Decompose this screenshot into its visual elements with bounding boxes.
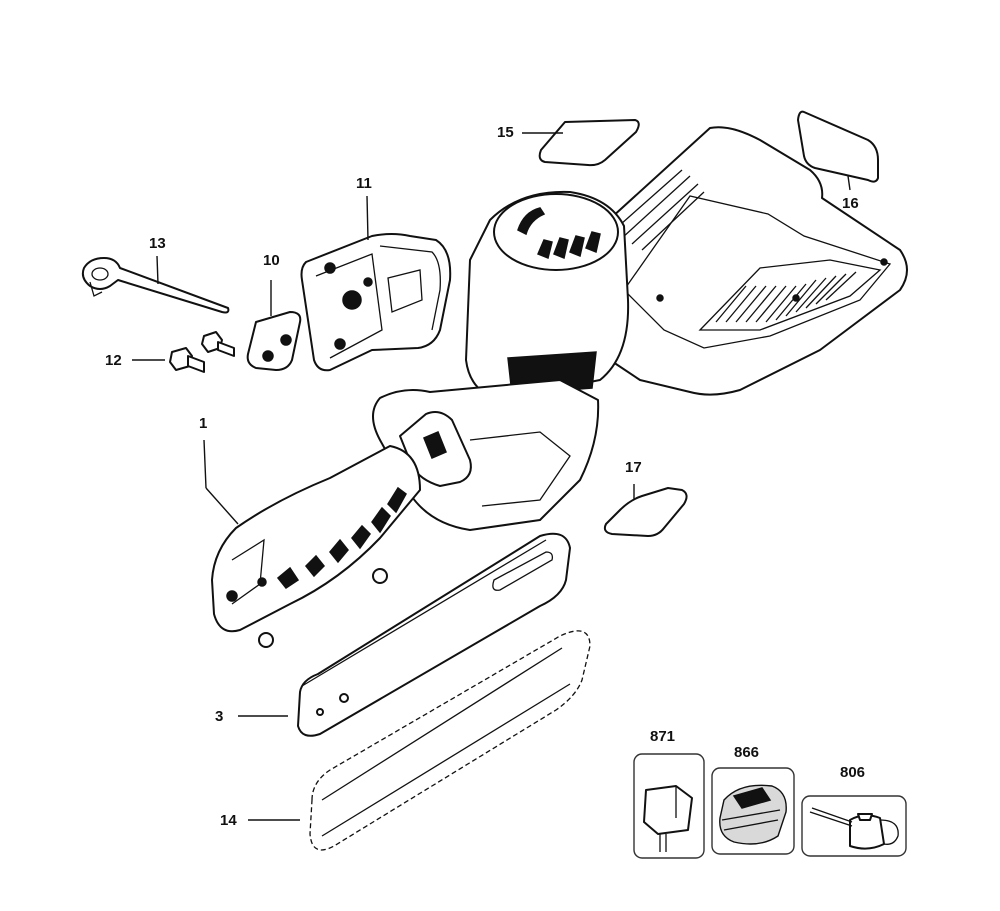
- part-17-label-pad[interactable]: [603, 484, 688, 537]
- part-3-guide-bar[interactable]: [238, 532, 571, 737]
- callout-16: 16: [842, 195, 859, 212]
- callout-10: 10: [263, 252, 280, 269]
- callout-17: 17: [625, 459, 642, 476]
- callout-11: 11: [356, 175, 372, 192]
- part-871-charger[interactable]: [633, 753, 705, 859]
- part-1-main-body[interactable]: [203, 126, 908, 648]
- part-15-label-pad[interactable]: [522, 119, 640, 167]
- callout-15: 15: [497, 124, 514, 141]
- callout-871: 871: [650, 728, 676, 745]
- guard-teeth: [276, 486, 407, 590]
- motor-vent-slots: [517, 207, 601, 260]
- part-866-battery[interactable]: [711, 767, 795, 855]
- part-16-label-pad[interactable]: [797, 110, 879, 191]
- callout-13: 13: [149, 235, 166, 252]
- callout-3: 3: [215, 708, 224, 725]
- callout-12: 12: [105, 352, 122, 369]
- callout-866: 866: [734, 744, 760, 761]
- handle-grip-ribs: [611, 169, 857, 323]
- part-806-oil-can[interactable]: [801, 795, 907, 857]
- part-12-bolts[interactable]: [132, 331, 235, 373]
- part-14-saw-chain[interactable]: [248, 630, 591, 851]
- callout-1: 1: [199, 415, 208, 432]
- part-13-wrench[interactable]: [81, 255, 230, 314]
- callout-14: 14: [220, 812, 237, 829]
- callout-806: 806: [840, 764, 866, 781]
- part-11-side-cover[interactable]: [300, 195, 452, 372]
- part-10-plate[interactable]: [246, 280, 302, 371]
